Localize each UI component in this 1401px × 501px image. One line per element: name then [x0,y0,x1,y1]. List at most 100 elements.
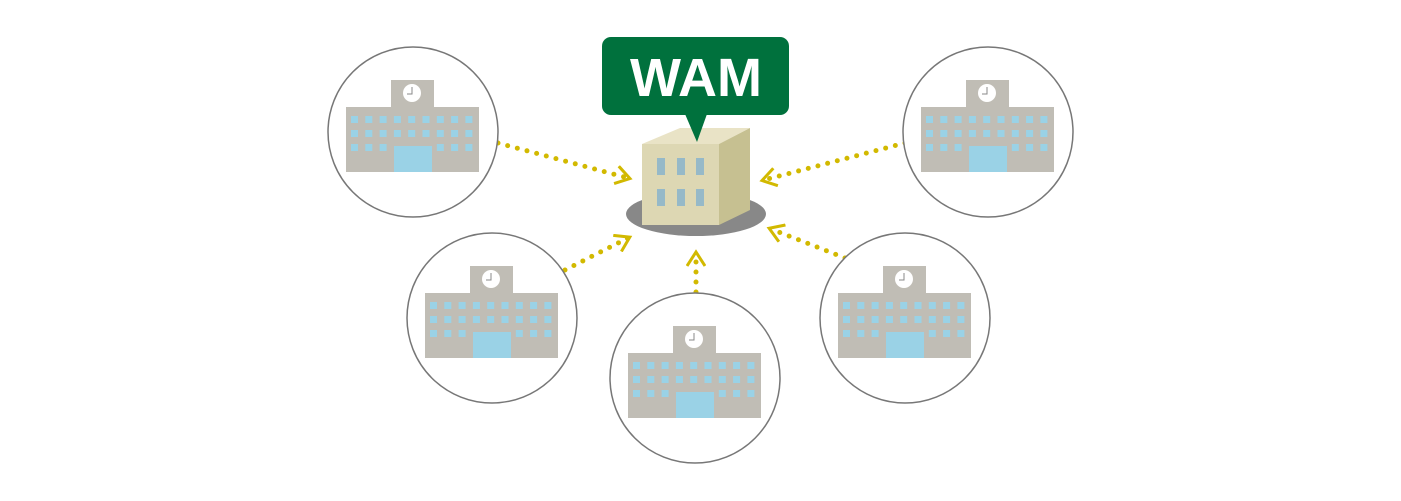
window [393,130,401,137]
window [747,390,755,397]
window [704,376,712,383]
window [718,362,726,369]
window [871,330,879,337]
school-5 [902,46,1074,218]
window [943,316,951,323]
window [871,302,879,309]
window [871,316,879,323]
window [928,302,936,309]
window [393,116,401,123]
window [544,302,552,309]
window [487,302,495,309]
window [436,130,444,137]
window [733,376,741,383]
window [1040,116,1048,123]
window [857,330,865,337]
hub-side [719,128,750,225]
window [704,362,712,369]
clock-hands [982,87,988,95]
window [957,302,965,309]
clock-hands [689,333,695,341]
window [515,302,523,309]
window [472,302,480,309]
window [983,130,991,137]
window [747,376,755,383]
window [997,130,1005,137]
window [351,130,358,137]
window [968,130,976,137]
window [968,116,976,123]
window [458,330,466,337]
window [885,302,893,309]
window [843,316,850,323]
window [997,116,1005,123]
wam-label: WAM [630,48,762,108]
arrow-4 [771,229,848,261]
door [969,146,1007,172]
window [1040,130,1048,137]
arrows [495,140,908,295]
window [661,362,669,369]
clock-hands [486,273,492,281]
hub-windows [657,158,704,206]
window [451,144,459,151]
window [465,144,473,151]
window [954,116,962,123]
hub-building [626,128,766,236]
window [430,302,437,309]
window [1040,144,1048,151]
window [843,330,850,337]
window [857,316,865,323]
window [954,144,962,151]
window [365,116,373,123]
window [436,144,444,151]
schools [327,46,1074,464]
window [661,376,669,383]
window [900,316,908,323]
wam-speech-bubble: WAM [602,37,789,142]
window [451,116,459,123]
school-2 [406,232,578,404]
window [943,302,951,309]
window [926,116,933,123]
window [675,376,683,383]
window [430,316,437,323]
window [690,362,698,369]
window [422,116,430,123]
window [928,316,936,323]
window [843,302,850,309]
window [647,390,655,397]
window [957,330,965,337]
window [733,390,741,397]
window [501,316,509,323]
window [633,362,640,369]
window [885,316,893,323]
window [451,130,459,137]
window [408,130,416,137]
window [633,376,640,383]
window [926,130,933,137]
window [515,330,523,337]
arrow-5 [764,140,908,180]
window [733,362,741,369]
window [515,316,523,323]
window [544,330,552,337]
window [914,302,922,309]
window [983,116,991,123]
window [675,362,683,369]
window [379,116,387,123]
window [379,144,387,151]
door [676,392,714,418]
window [633,390,640,397]
window [940,116,948,123]
window [422,130,430,137]
window [926,144,933,151]
window [430,330,437,337]
window [857,302,865,309]
window [501,302,509,309]
window [940,144,948,151]
window [647,362,655,369]
window [472,316,480,323]
window [1026,116,1034,123]
